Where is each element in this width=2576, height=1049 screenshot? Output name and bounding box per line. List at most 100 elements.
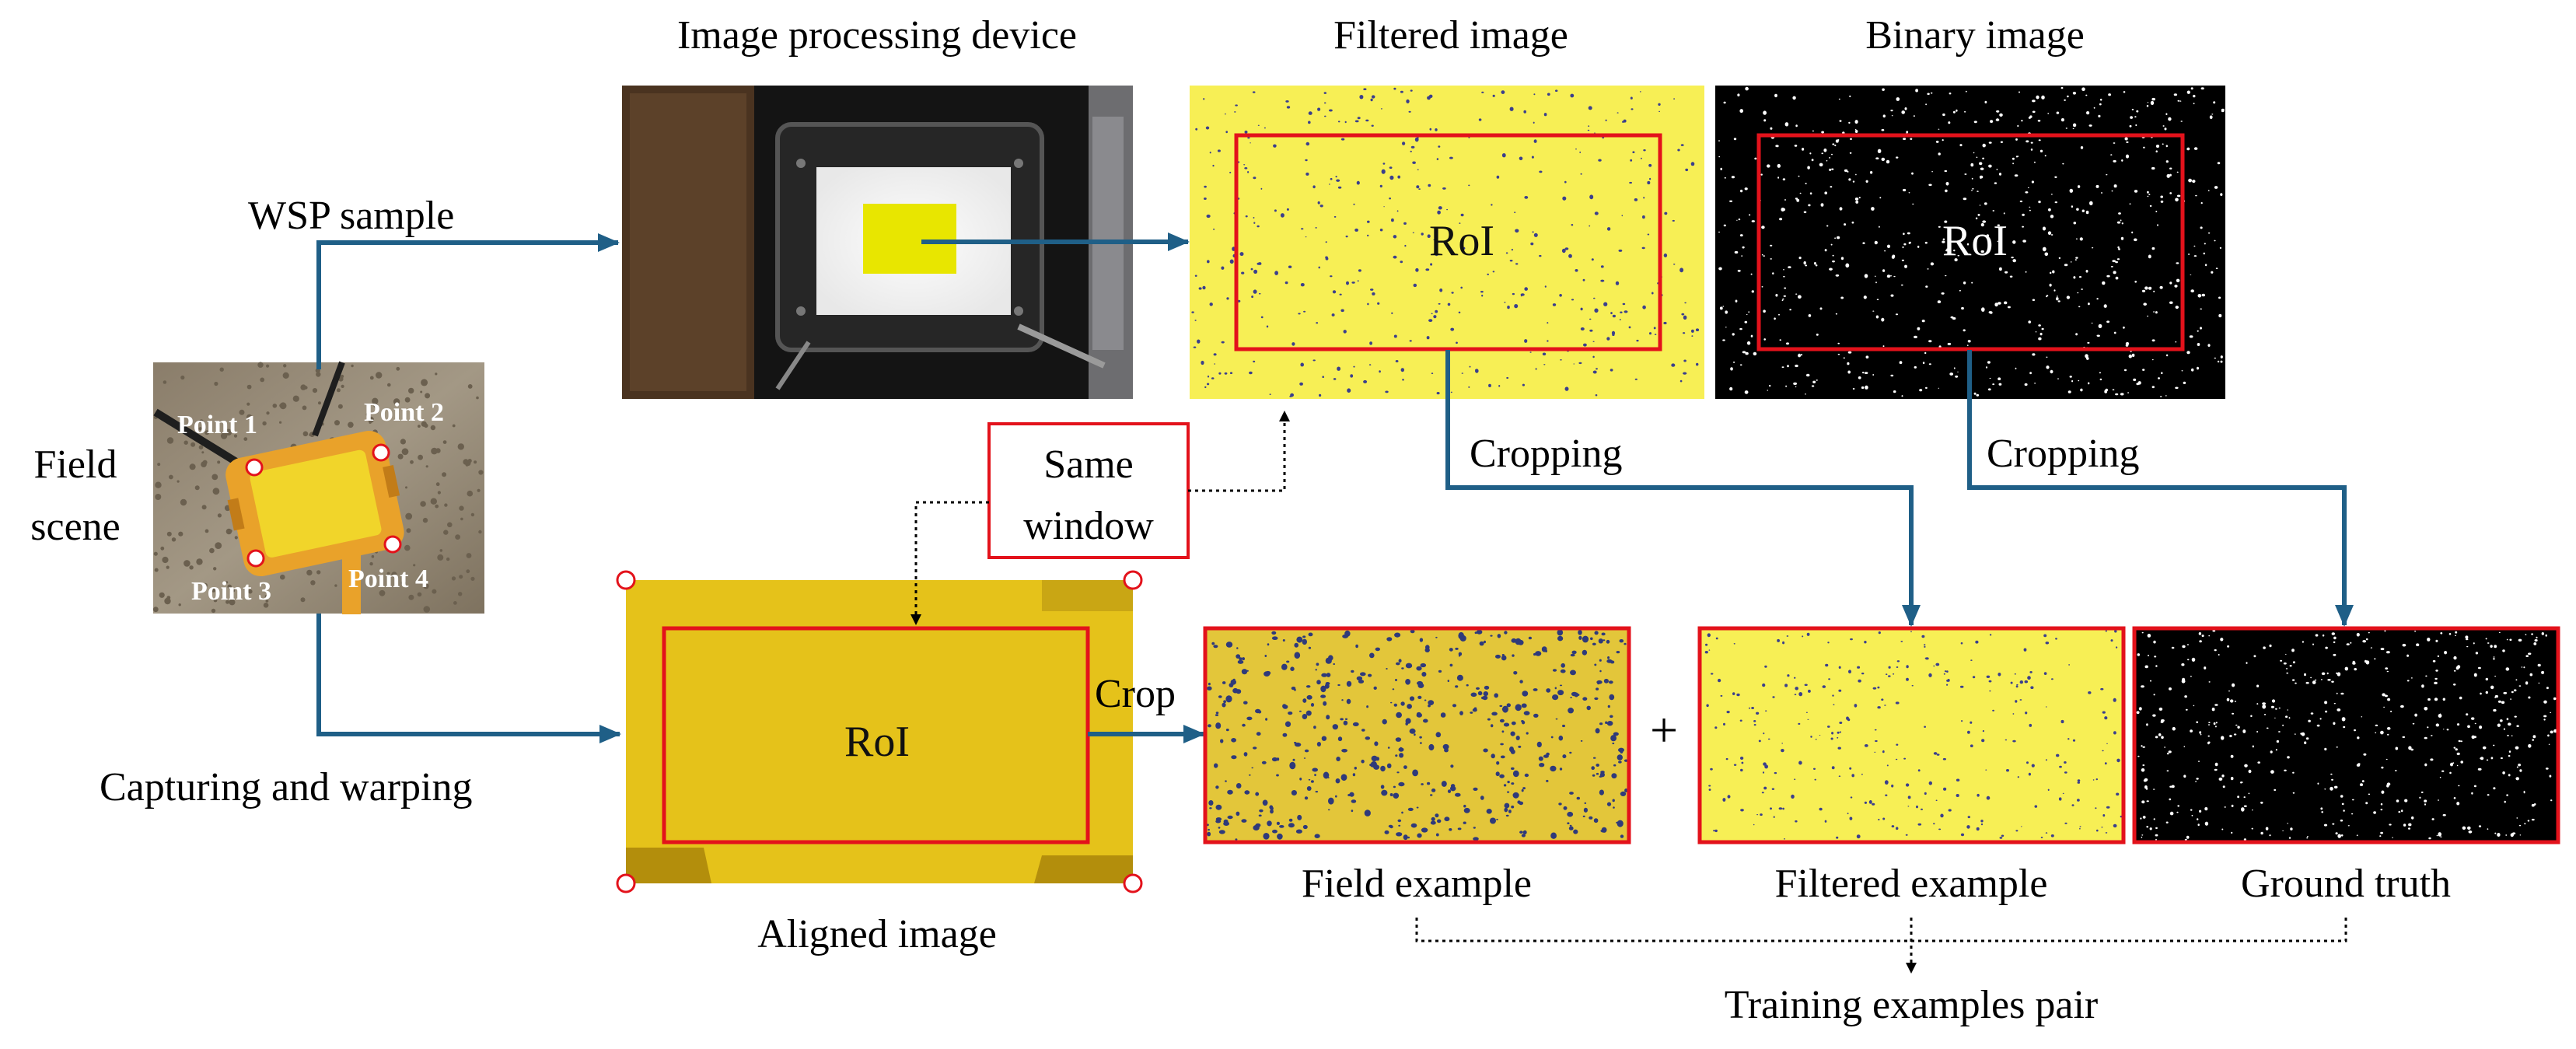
droplet-dot [1798, 257, 1802, 260]
droplet-dot [2050, 834, 2054, 837]
droplet-dot [1308, 111, 1312, 115]
droplet-dot [201, 505, 207, 510]
droplet-dot [1416, 712, 1421, 716]
droplet-dot [2169, 798, 2172, 801]
droplet-dot [1564, 247, 1569, 250]
droplet-dot [2047, 231, 2052, 236]
droplet-dot [1236, 647, 1239, 649]
droplet-dot [152, 607, 159, 613]
droplet-dot [266, 364, 270, 368]
droplet-dot [1265, 718, 1268, 721]
droplet-dot [1269, 393, 1271, 396]
droplet-dot [1451, 292, 1454, 294]
droplet-dot [2046, 365, 2050, 369]
droplet-dot [1976, 827, 1980, 831]
droplet-dot [1487, 273, 1489, 275]
droplet-dot [1299, 778, 1302, 781]
droplet-dot [1427, 782, 1431, 785]
droplet-dot [1741, 761, 1744, 764]
droplet-dot [1899, 361, 1903, 365]
droplet-dot [2285, 653, 2287, 655]
droplet-dot [1835, 274, 1840, 277]
droplet-dot [2050, 369, 2053, 374]
droplet-dot [1393, 334, 1397, 338]
droplet-dot [1535, 651, 1542, 656]
droplet-dot [1946, 670, 1949, 673]
droplet-dot [2141, 800, 2145, 804]
droplet-dot [1970, 163, 1974, 167]
droplet-dot [1741, 255, 1743, 257]
droplet-dot [2038, 139, 2041, 142]
droplet-dot [300, 597, 306, 603]
droplet-dot [1347, 388, 1351, 393]
droplet-dot [2467, 826, 2471, 830]
droplet-dot [2531, 803, 2535, 807]
droplet-dot [2099, 372, 2102, 374]
droplet-dot [2025, 140, 2029, 143]
droplet-dot [1874, 240, 1878, 245]
droplet-dot [1336, 757, 1340, 761]
droplet-dot [316, 570, 321, 575]
droplet-dot [1400, 90, 1403, 93]
droplet-dot [337, 404, 343, 409]
droplet-dot [1874, 751, 1876, 753]
droplet-dot [1606, 227, 1611, 231]
droplet-dot [1605, 721, 1608, 725]
droplet-dot [1221, 266, 1225, 270]
binary-roi-box [1756, 133, 2185, 351]
droplet-dot [1831, 766, 1835, 770]
droplet-dot [1330, 275, 1333, 278]
droplet-dot [2392, 837, 2393, 838]
droplet-dot [1815, 264, 1818, 267]
droplet-dot [2380, 831, 2384, 834]
droplet-dot [1770, 244, 1773, 247]
droplet-dot [2190, 729, 2193, 733]
droplet-dot [2340, 692, 2344, 695]
droplet-dot [1542, 352, 1547, 356]
droplet-dot [1206, 214, 1211, 219]
droplet-dot [1858, 679, 1861, 683]
droplet-dot [1924, 792, 1927, 795]
droplet-dot [2455, 748, 2458, 751]
droplet-dot [1337, 736, 1343, 742]
droplet-dot [1672, 219, 1675, 222]
droplet-dot [1845, 263, 1850, 268]
droplet-dot [1354, 767, 1358, 770]
droplet-dot [1417, 833, 1422, 838]
droplet-dot [2343, 809, 2345, 812]
droplet-dot [1483, 748, 1488, 753]
droplet-dot [180, 498, 187, 506]
droplet-dot [1218, 830, 1225, 834]
droplet-dot [1202, 285, 1206, 290]
droplet-dot [2181, 663, 2185, 666]
droplet-dot [2503, 728, 2505, 730]
droplet-dot [2131, 108, 2134, 110]
droplet-dot [178, 531, 184, 537]
droplet-dot [1578, 635, 1582, 640]
droplet-dot [2158, 377, 2160, 379]
droplet-dot [2493, 656, 2495, 658]
droplet-dot [1575, 269, 1578, 272]
droplet-dot [159, 592, 165, 598]
droplet-dot [1903, 243, 1907, 246]
droplet-dot [1591, 766, 1595, 771]
droplet-dot [1819, 163, 1823, 166]
droplet-dot [1491, 754, 1495, 759]
droplet-dot [2141, 745, 2143, 747]
droplet-dot [1561, 663, 1565, 668]
droplet-dot [2169, 811, 2174, 816]
droplet-dot [2270, 705, 2274, 708]
droplet-dot [1522, 383, 1525, 386]
droplet-dot [1779, 218, 1783, 221]
droplet-dot [2102, 711, 2106, 714]
droplet-dot [2047, 113, 2049, 114]
droplet-dot [1882, 750, 1885, 754]
droplet-dot [246, 384, 252, 390]
droplet-dot [2067, 95, 2069, 98]
droplet-dot [437, 491, 442, 495]
droplet-dot [162, 556, 169, 564]
capturing-warping-label: Capturing and warping [100, 765, 472, 809]
droplet-dot [1357, 117, 1361, 120]
droplet-dot [1906, 677, 1909, 681]
droplet-dot [2096, 298, 2099, 300]
